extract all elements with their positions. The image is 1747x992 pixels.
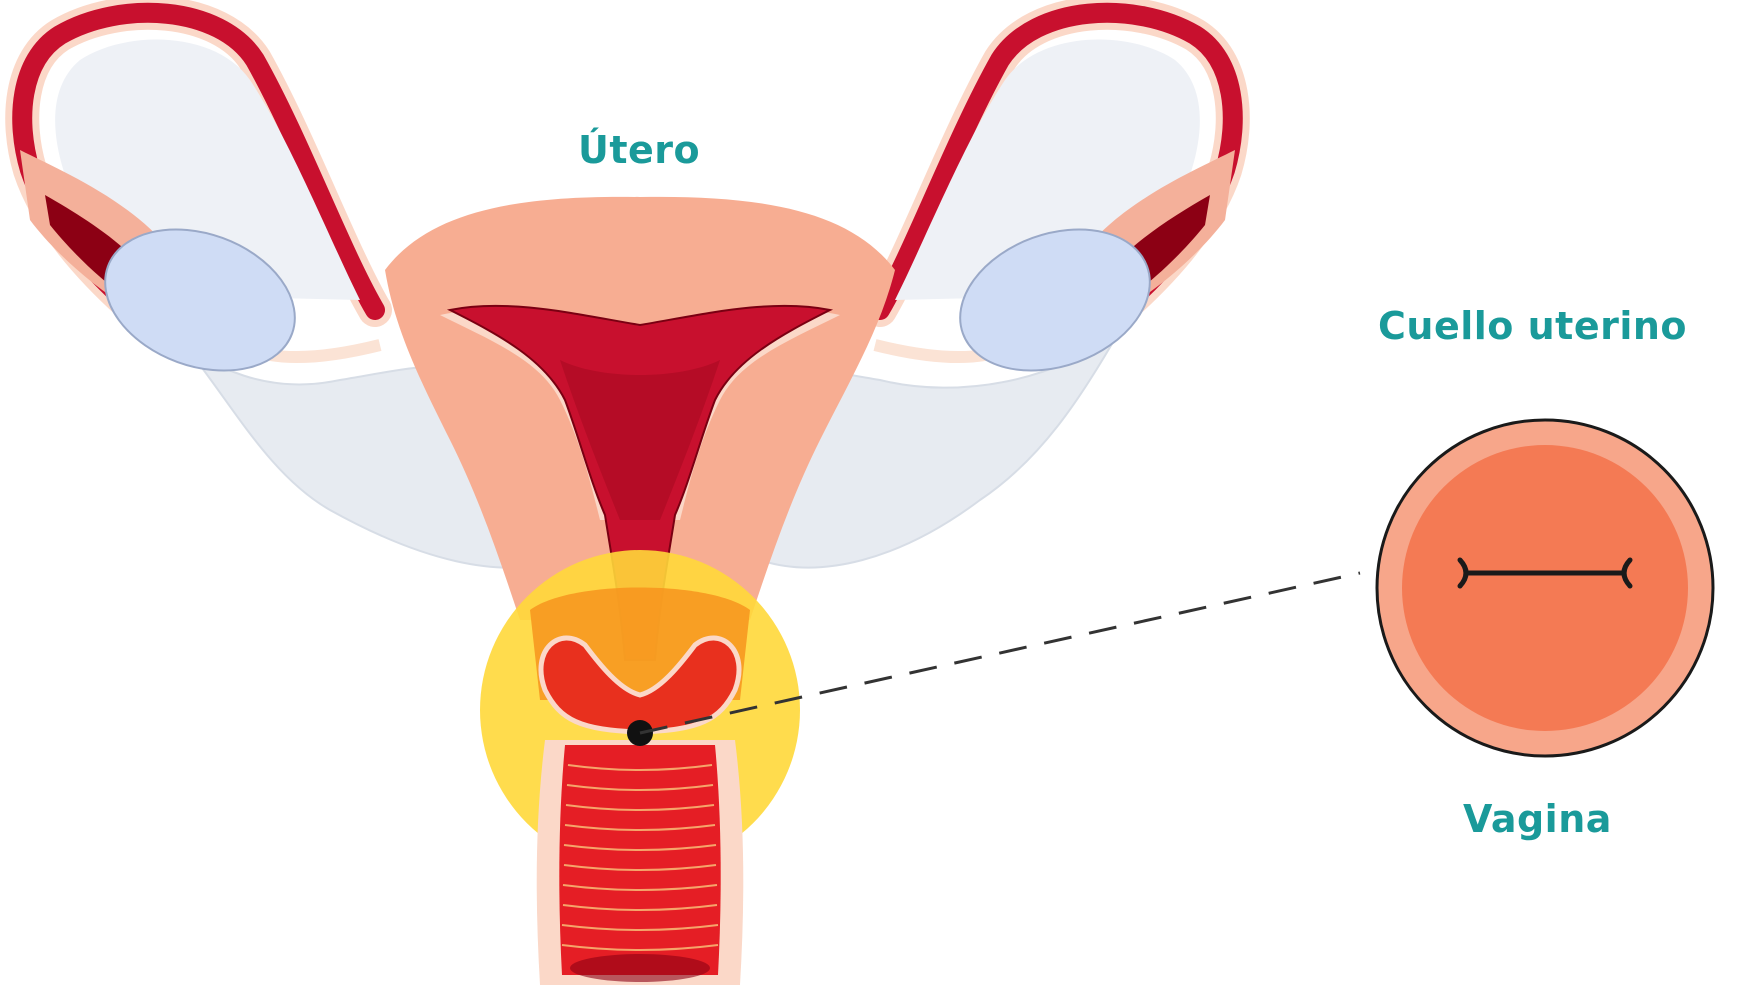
cervix-close-up-icon	[1377, 420, 1713, 756]
label-cervix: Cuello uterino	[1378, 304, 1687, 348]
label-vagina: Vagina	[1463, 797, 1612, 841]
label-uterus: Útero	[578, 128, 700, 172]
